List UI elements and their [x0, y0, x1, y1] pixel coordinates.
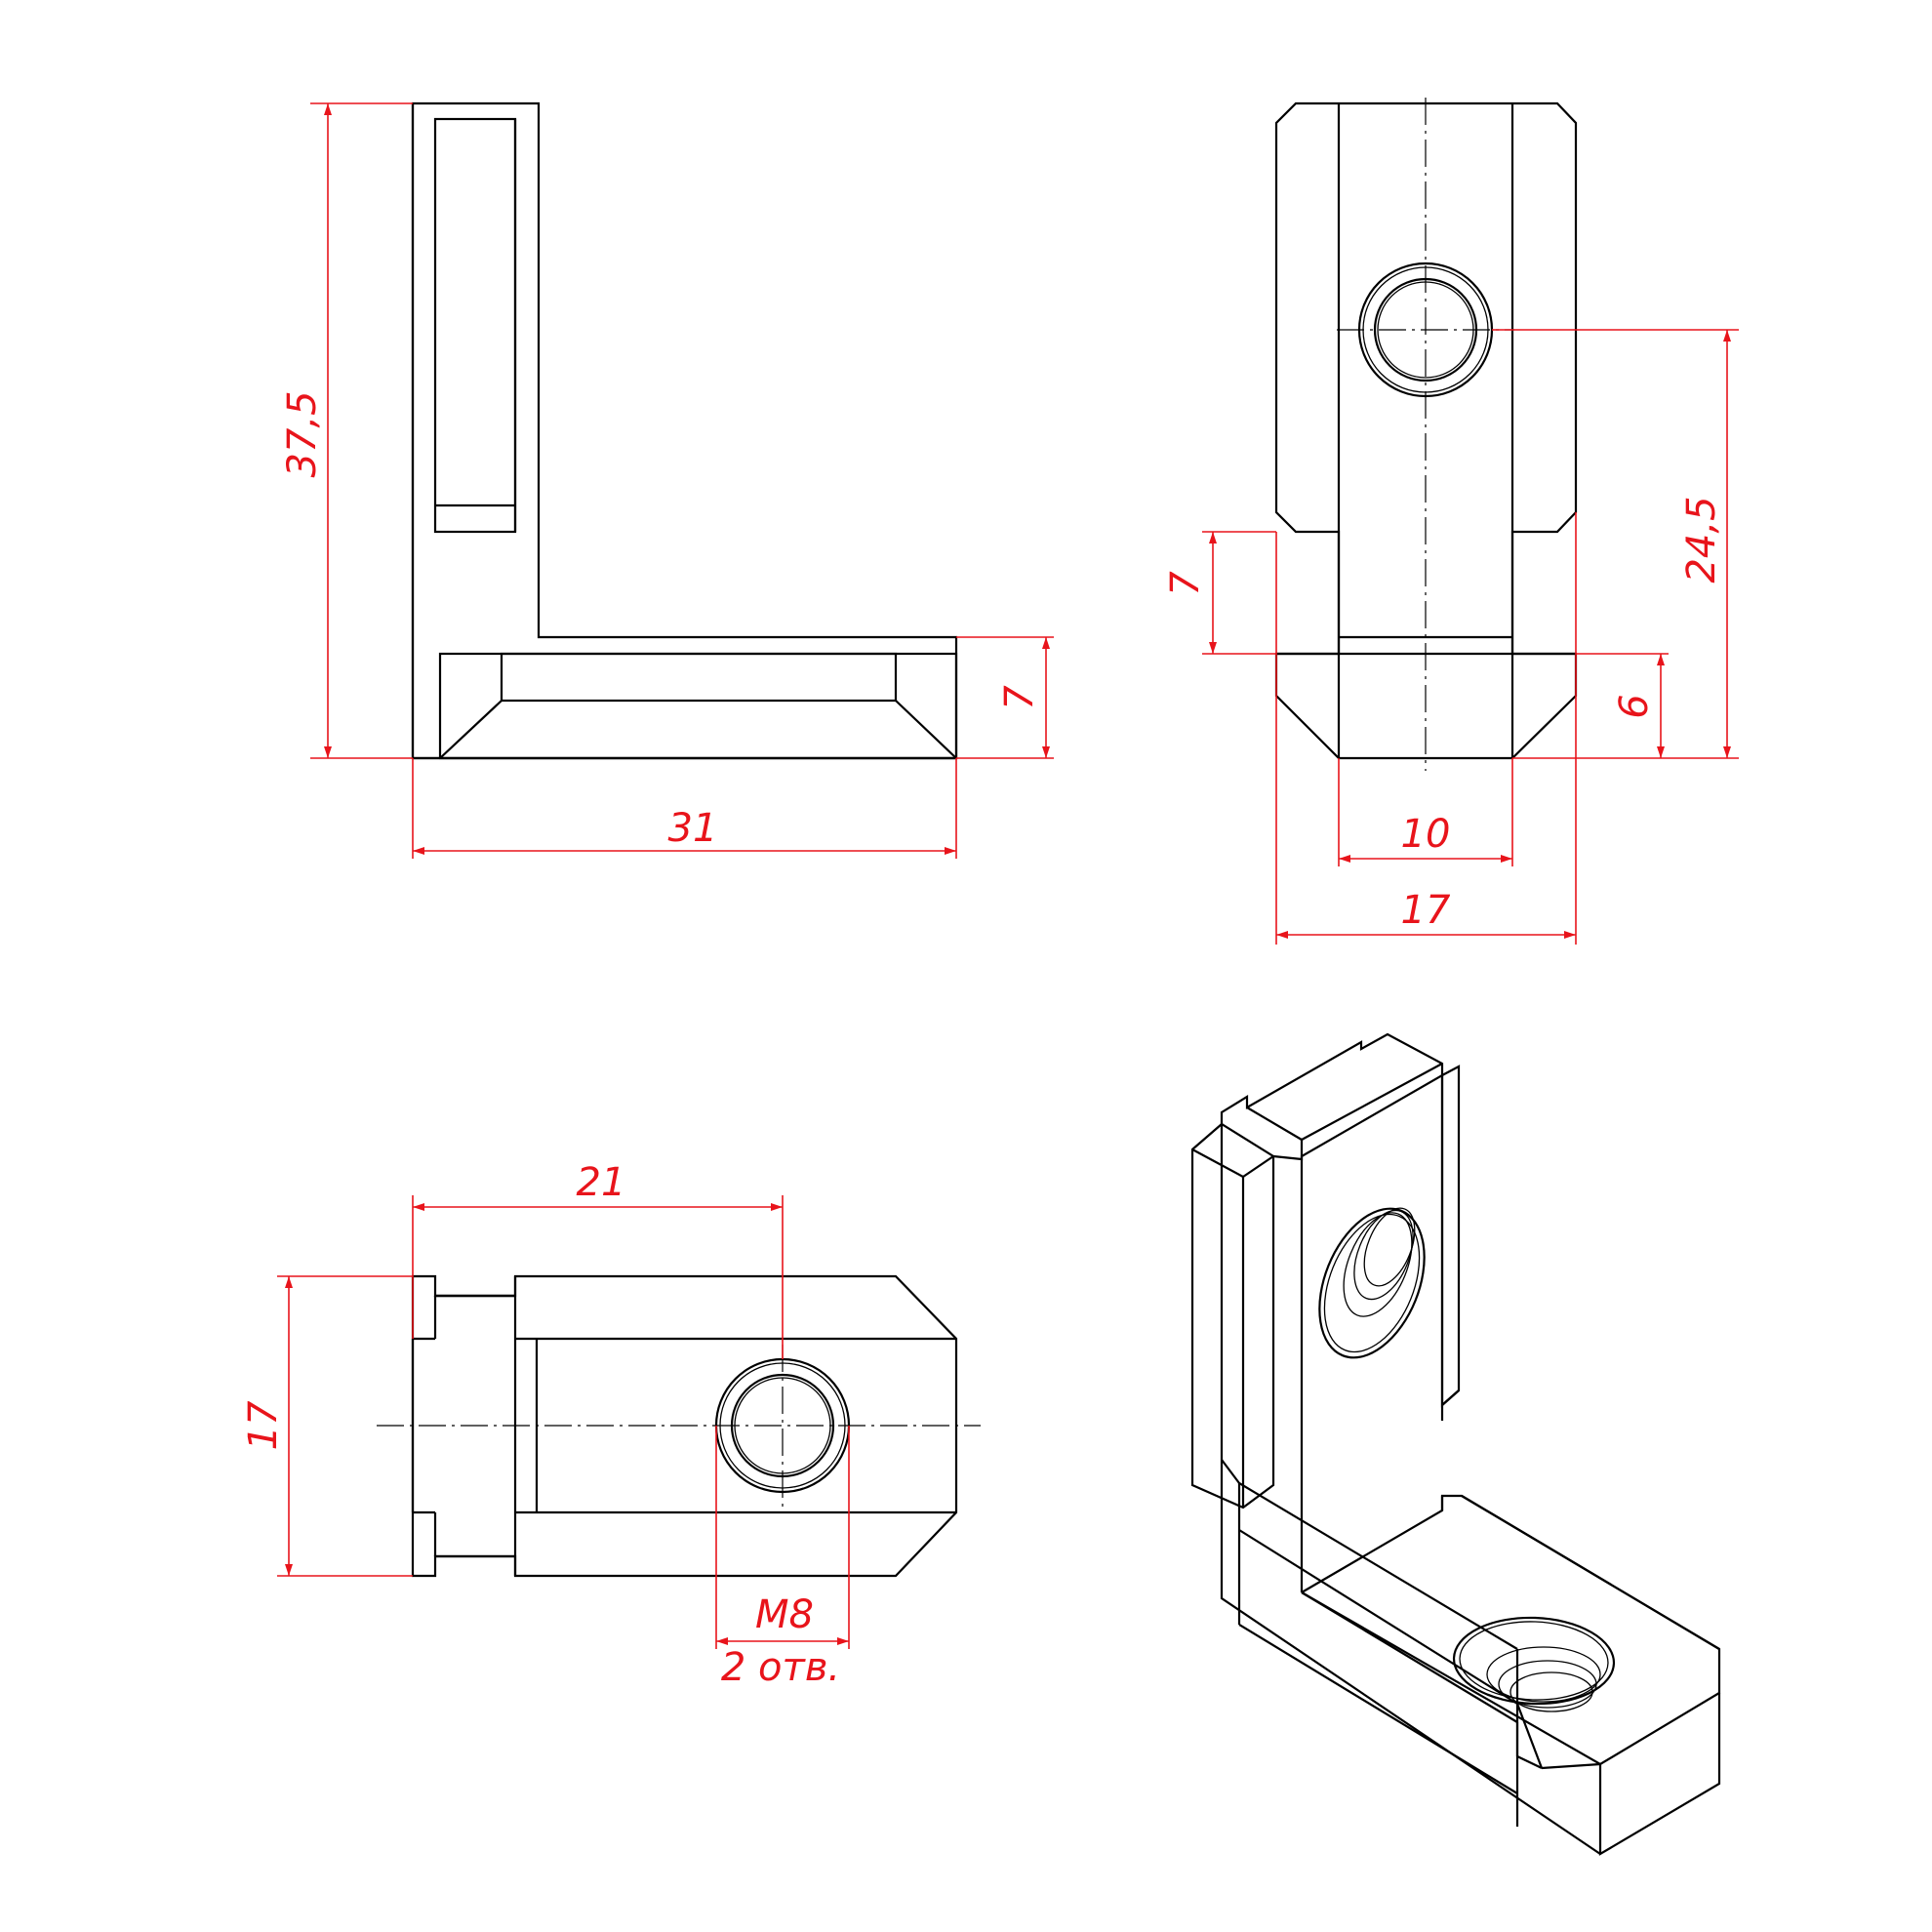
isometric-hole-vertical [1318, 1207, 1426, 1359]
dim-side-overall-width: 17 [1401, 888, 1451, 933]
dim-top-width: 17 [241, 1400, 286, 1450]
top-view [377, 1274, 981, 1578]
dim-side-groove: 7 [1163, 571, 1208, 596]
dim-side-base: 6 [1612, 694, 1657, 718]
front-view-dimensions: 37,5 7 31 [280, 102, 1054, 859]
dim-front-foot: 7 [997, 685, 1042, 710]
front-view [411, 101, 958, 760]
dim-side-center-height: 24,5 [1679, 496, 1724, 583]
side-view-dimensions: 7 24,5 6 10 17 [1163, 329, 1739, 945]
dim-front-height: 37,5 [280, 390, 325, 477]
dim-thread-count: 2 отв. [721, 1645, 840, 1690]
side-view [1274, 98, 1578, 771]
dim-front-width: 31 [668, 806, 718, 851]
top-view-dimensions: 21 17 M8 2 отв. [241, 1160, 850, 1690]
isometric-hole-horizontal [1452, 1616, 1616, 1712]
isometric-view [1190, 1032, 1721, 1856]
dim-side-inner-width: 10 [1401, 812, 1451, 857]
dim-thread-size: M8 [755, 1592, 814, 1637]
dim-top-hole-distance: 21 [577, 1160, 626, 1205]
